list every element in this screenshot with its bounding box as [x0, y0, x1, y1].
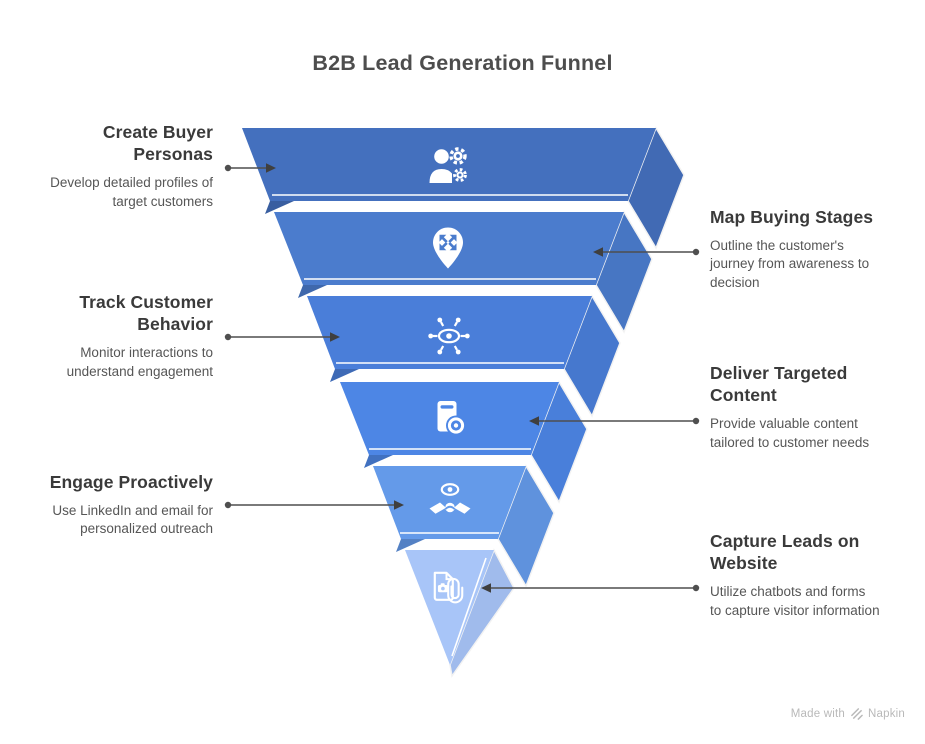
stage-label-track-customer-behavior: Track Customer Behavior Monitor interact… [45, 291, 213, 381]
funnel-stage-3 [307, 294, 621, 418]
arrowhead-icon [481, 583, 491, 593]
stage-heading: Track Customer Behavior [79, 292, 213, 335]
map-pin-expand-icon [433, 227, 463, 269]
connector-stage-1 [224, 163, 276, 173]
connector-stage-6 [481, 583, 700, 593]
person-gears-icon [429, 147, 467, 183]
connector-stage-3 [224, 332, 340, 342]
funnel-stage-1-underside [265, 201, 294, 214]
handshake-eye-icon [429, 483, 471, 514]
funnel-stage-6 [405, 548, 515, 678]
stage-label-deliver-targeted-content: Deliver Targeted Content Provide valuabl… [710, 362, 880, 452]
funnel-stage-2-underside [298, 285, 327, 298]
funnel-stage-6-divider [451, 557, 487, 657]
stage-heading: Map Buying Stages [710, 207, 874, 227]
book-target-icon [437, 401, 466, 436]
arrowhead-icon [266, 163, 276, 173]
funnel-stage-1-face [242, 128, 656, 201]
stage-label-map-buying-stages: Map Buying Stages Outline the customer's… [710, 206, 880, 292]
stage-description: Provide valuable content tailored to cus… [710, 416, 870, 450]
funnel-stage-5 [373, 464, 555, 588]
stage-heading: Capture Leads on Website [710, 531, 860, 574]
stage-description: Monitor interactions to understand engag… [66, 345, 213, 379]
stage-description: Outline the customer's journey from awar… [710, 238, 870, 290]
funnel-stage-3-face [307, 296, 592, 369]
funnel-stage-6-face [405, 550, 494, 665]
made-with-napkin-credit: Made with Napkin [791, 707, 905, 720]
stage-label-capture-leads-on-website: Capture Leads on Website Utilize chatbot… [710, 530, 880, 620]
connector-dot [692, 417, 700, 425]
funnel-stage-3-underside [330, 369, 359, 382]
napkin-logo-icon [851, 708, 863, 720]
funnel-stage-5-underside [396, 539, 425, 552]
made-with-text: Made with [790, 707, 845, 720]
arrowhead-icon [593, 247, 603, 257]
stage-heading: Deliver Targeted Content [710, 363, 848, 406]
connector-dot [692, 584, 700, 592]
stage-description: Utilize chatbots and forms to capture vi… [710, 584, 880, 618]
stage-heading: Engage Proactively [49, 472, 213, 492]
connector-dot [224, 333, 232, 341]
arrowhead-icon [529, 416, 539, 426]
funnel-stage-1 [242, 126, 685, 250]
napkin-brand-text: Napkin [868, 707, 905, 720]
eye-network-icon [428, 317, 470, 355]
connector-dot [692, 248, 700, 256]
funnel-stage-5-face [373, 466, 526, 539]
connector-stage-2 [593, 247, 700, 257]
stage-heading: Create Buyer Personas [102, 122, 213, 165]
connector-stage-4 [529, 416, 700, 426]
funnel-stage-5-side [497, 464, 555, 588]
stage-label-create-buyer-personas: Create Buyer Personas Develop detailed p… [45, 121, 213, 211]
stage-description: Use LinkedIn and email for personalized … [52, 503, 213, 537]
document-capture-icon [433, 571, 464, 604]
paperclip-icon [447, 577, 464, 604]
arrowhead-icon [394, 500, 404, 510]
stage-description: Develop detailed profiles of target cust… [50, 175, 213, 209]
connectors [224, 163, 700, 593]
page-title: B2B Lead Generation Funnel [312, 51, 613, 75]
funnel-stage-4-underside [364, 455, 393, 468]
stage-label-engage-proactively: Engage Proactively Use LinkedIn and emai… [45, 471, 213, 539]
connector-stage-5 [224, 500, 404, 510]
arrowhead-icon [330, 332, 340, 342]
connector-dot [224, 501, 232, 509]
connector-dot [224, 164, 232, 172]
